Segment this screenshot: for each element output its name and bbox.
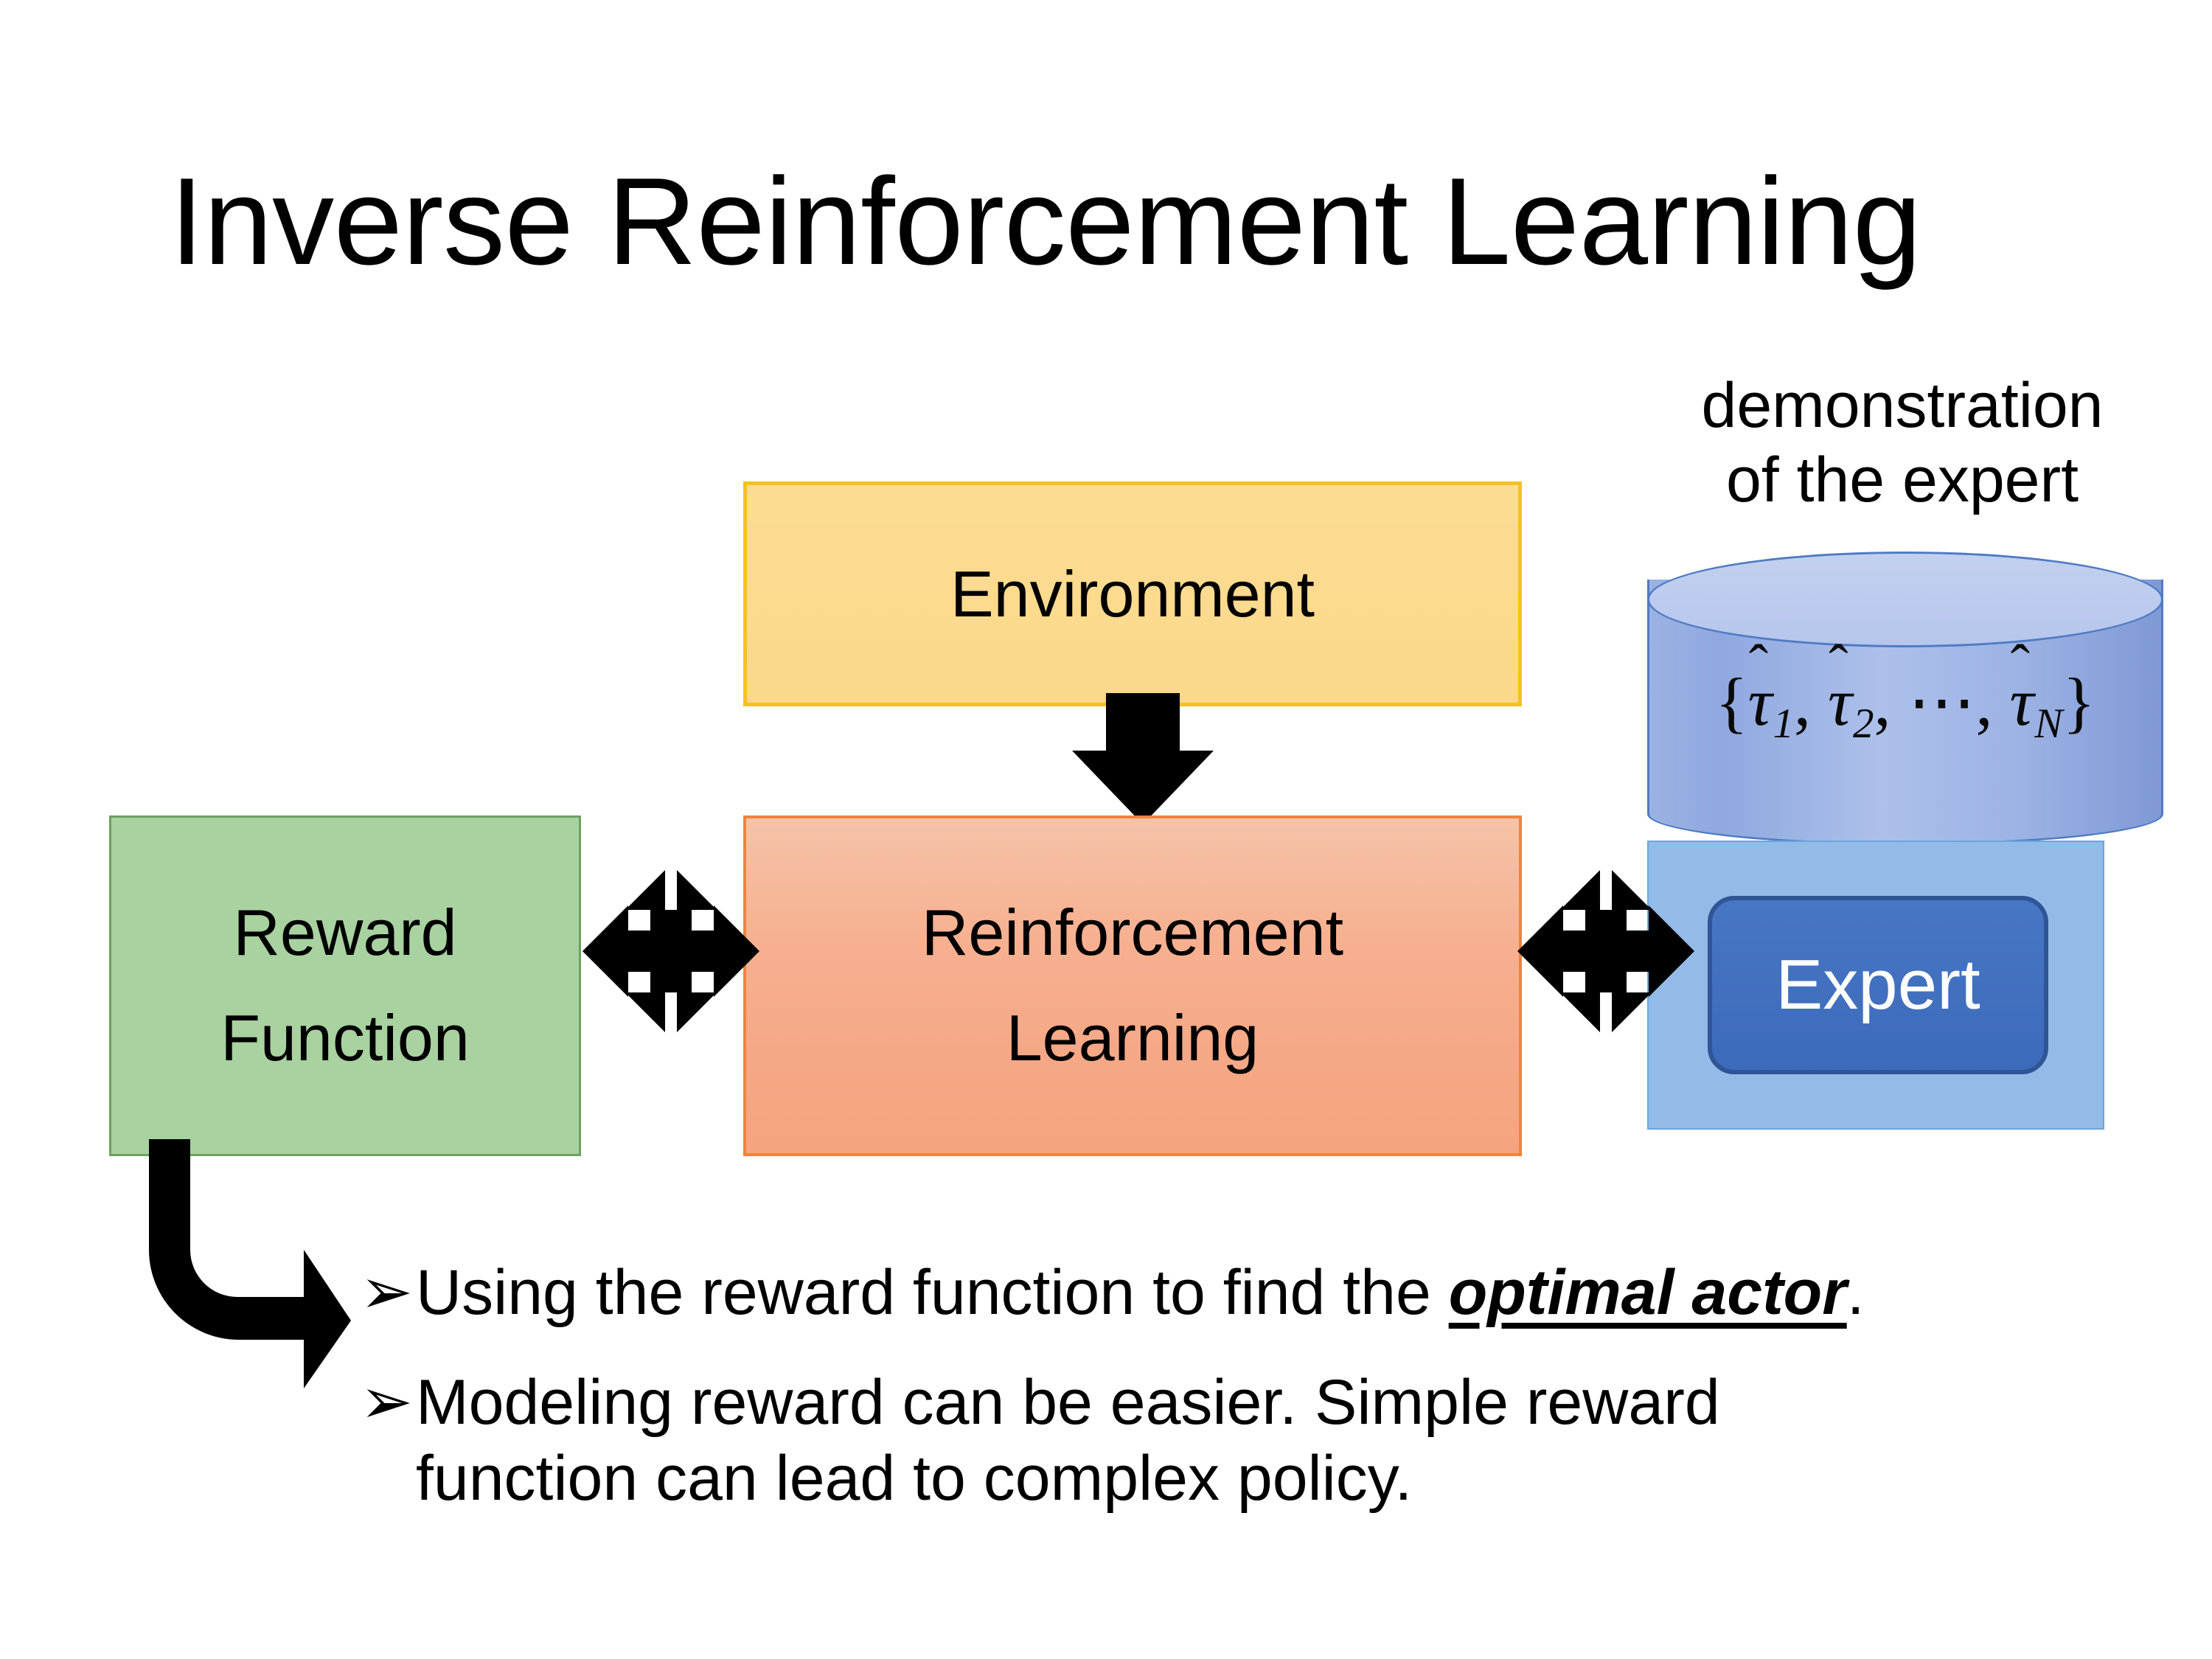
bullet-line: function can lead to complex policy. xyxy=(416,1443,1413,1514)
tau-n-subscript: N xyxy=(2034,700,2063,748)
bullet-marker-icon: ➢ xyxy=(360,1256,414,1327)
cylinder-top-ellipse xyxy=(1647,552,2163,647)
caption-line-1: demonstration xyxy=(1701,370,2104,441)
list-item: ➢ Modeling reward can be easier. Simple … xyxy=(360,1365,2129,1517)
rl-label-line-2: Learning xyxy=(1006,1001,1259,1074)
elbow-arrow-icon xyxy=(149,1139,351,1388)
tau-2-glyph: τ xyxy=(1828,664,1852,740)
bullet-line: Modeling reward can be easier. Simple re… xyxy=(416,1367,1720,1439)
reward-label-line-2: Function xyxy=(220,1001,470,1074)
tau-2-hat: ˆ xyxy=(1829,633,1848,698)
bullet-marker-icon: ➢ xyxy=(360,1366,414,1438)
bullet-post-text: . xyxy=(1846,1257,1865,1328)
reinforcement-learning-box[interactable]: Reinforcement Learning xyxy=(743,815,1522,1156)
environment-label: Environment xyxy=(950,557,1315,630)
expert-box[interactable]: Expert xyxy=(1708,896,2048,1074)
tau-1-hat: ˆ xyxy=(1748,633,1769,698)
comma-3: , xyxy=(1975,664,2010,740)
tau-1-subscript: 1 xyxy=(1773,700,1794,748)
comma-2: , xyxy=(1874,664,1908,740)
expert-label: Expert xyxy=(1775,945,1980,1024)
tau-n-glyph: τ xyxy=(2009,664,2034,740)
bullet-pre-text: Using the reward function to find the xyxy=(416,1257,1449,1328)
bullet-text-1: Using the reward function to find the op… xyxy=(416,1255,1865,1331)
tau-2-subscript: 2 xyxy=(1852,700,1874,748)
environment-box[interactable]: Environment xyxy=(743,481,1522,706)
reward-label-line-1: Reward xyxy=(233,896,457,970)
down-arrow-icon xyxy=(1072,693,1214,824)
caption-line-2: of the expert xyxy=(1725,445,2079,516)
comma-1: , xyxy=(1794,664,1828,740)
demonstration-caption: demonstration of the expert xyxy=(1644,369,2160,518)
bullet-line: Using the reward function to find the op… xyxy=(416,1255,1865,1331)
bullet-list: ➢ Using the reward function to find the … xyxy=(360,1255,2129,1551)
tau-1-glyph: τ xyxy=(1747,664,1773,740)
set-close-brace: } xyxy=(2062,664,2096,740)
tau-n-hat: ˆ xyxy=(2010,633,2030,698)
reward-function-box[interactable]: Reward Function xyxy=(109,815,581,1156)
four-way-arrow-icon xyxy=(1517,864,1694,1038)
list-item: ➢ Using the reward function to find the … xyxy=(360,1255,2129,1331)
four-way-arrow-icon xyxy=(582,864,759,1038)
ellipsis: ⋯ xyxy=(1907,664,1976,740)
rl-label-line-1: Reinforcement xyxy=(921,896,1344,970)
optimal-actor-emphasis: optimal actor xyxy=(1448,1257,1847,1328)
set-open-brace: { xyxy=(1715,664,1748,740)
page-title: Inverse Reinforcement Learning xyxy=(170,152,1921,291)
bullet-text-2: Modeling reward can be easier. Simple re… xyxy=(416,1365,1720,1517)
